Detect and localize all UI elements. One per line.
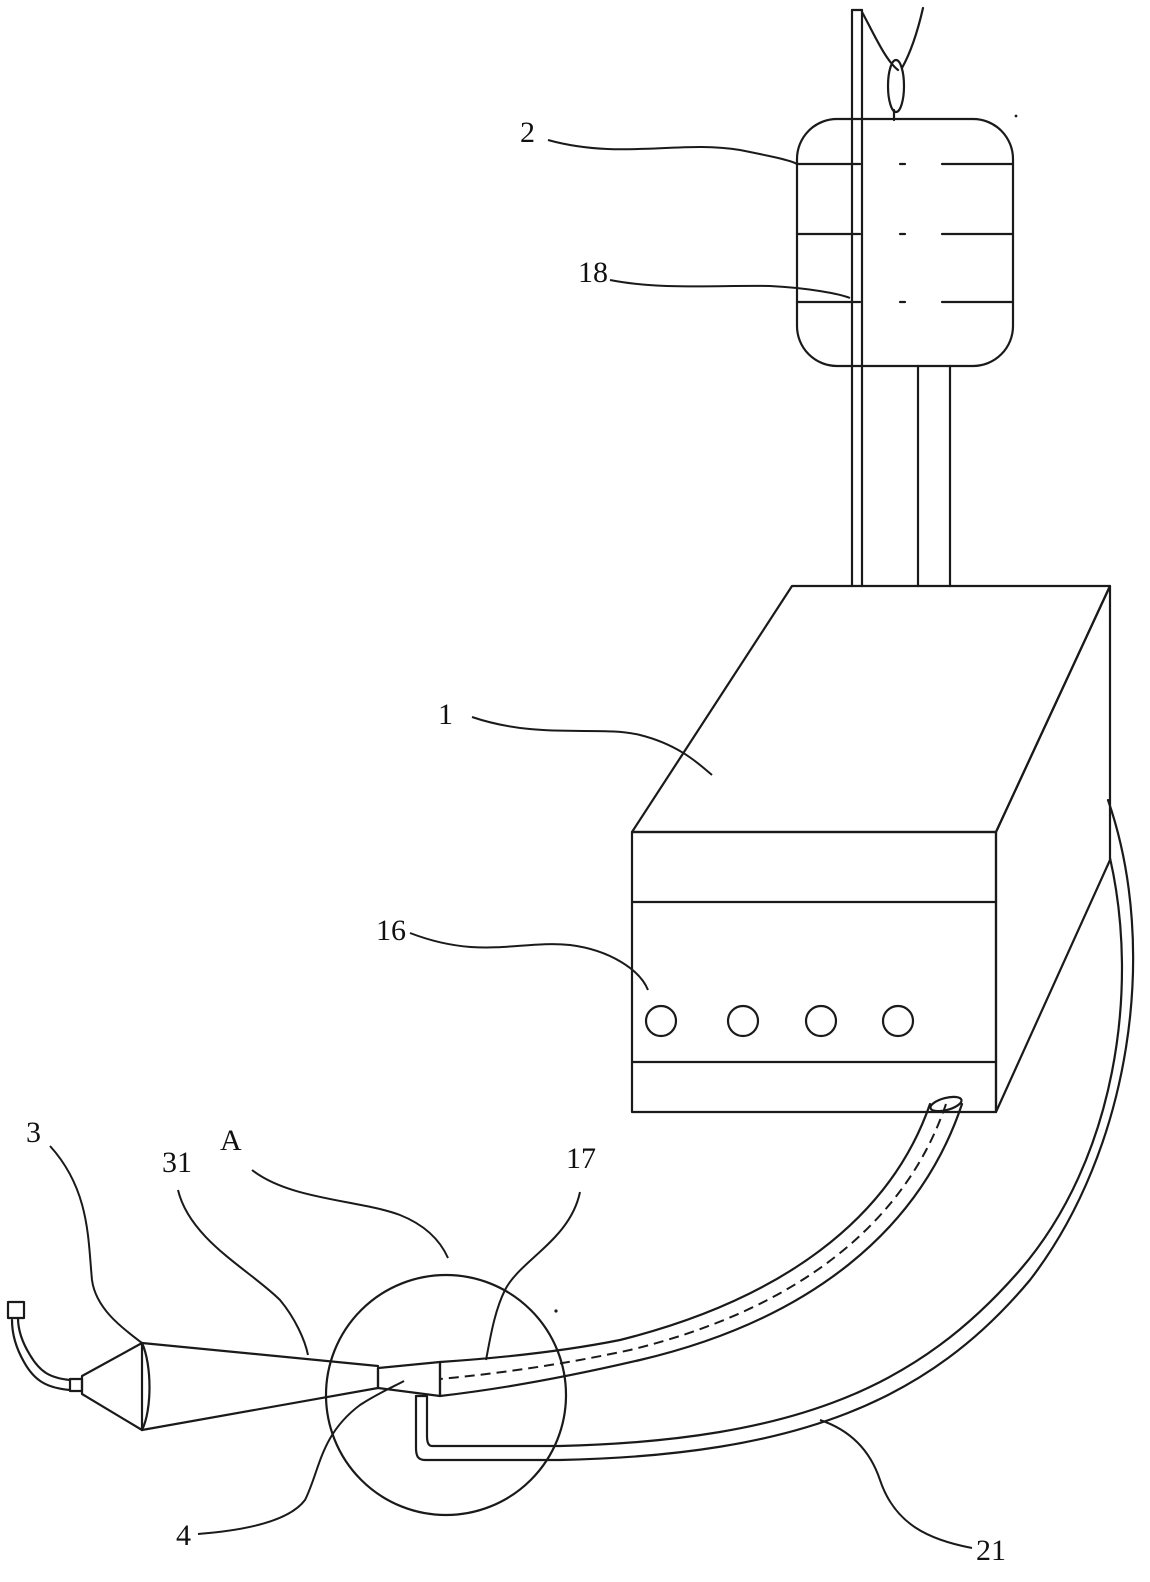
label-bag-marker: 18 <box>578 256 608 289</box>
label-inner-tube: 17 <box>566 1142 596 1175</box>
liquid-bag <box>797 119 1013 366</box>
connector <box>378 1362 440 1396</box>
stray-dot <box>1015 115 1018 118</box>
outer-return-tube <box>416 800 1133 1460</box>
label-detail-circle: A <box>220 1124 242 1157</box>
button-1 <box>646 1006 676 1036</box>
label-nozzle-cone: 31 <box>162 1146 192 1179</box>
supply-tube <box>918 366 950 586</box>
reference-labels: 2 18 1 16 3 31 A 17 4 21 <box>26 116 1006 1567</box>
label-outer-tube: 21 <box>976 1534 1006 1567</box>
button-4 <box>883 1006 913 1036</box>
label-buttons: 16 <box>376 914 406 947</box>
button-2 <box>728 1006 758 1036</box>
control-buttons <box>646 1006 913 1036</box>
label-main-unit: 1 <box>438 698 453 731</box>
label-bag: 2 <box>520 116 535 149</box>
button-3 <box>806 1006 836 1036</box>
leader-lines <box>50 140 972 1548</box>
label-nozzle: 3 <box>26 1116 41 1149</box>
inner-tube <box>440 1094 963 1396</box>
nozzle <box>8 1302 378 1430</box>
hanger-pole <box>852 8 923 586</box>
stray-dot <box>554 1309 557 1312</box>
main-unit-box <box>632 586 1110 1112</box>
label-connector: 4 <box>176 1519 191 1552</box>
